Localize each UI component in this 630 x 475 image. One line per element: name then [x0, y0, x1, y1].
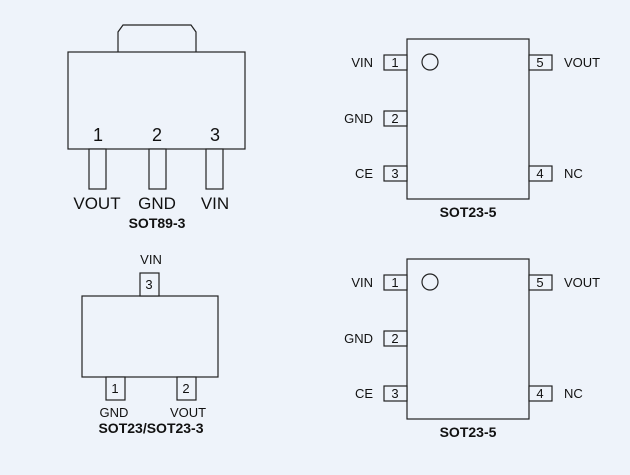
sot23-5-bottom-pin-number-3: 3	[391, 386, 398, 401]
sot89-pin-number-3: 3	[210, 125, 220, 145]
sot23-5-bottom-pin-number-5: 5	[536, 275, 543, 290]
sot89-pin-name-1: VOUT	[73, 194, 120, 213]
sot23-5-bottom-pin-number-4: 4	[536, 386, 543, 401]
sot23-5-top-pin-name-2: GND	[344, 111, 373, 126]
sot89-pin-1	[88, 148, 107, 190]
sot23-5-top-pin1-marker	[421, 53, 439, 71]
sot23-5-bottom-package: 1 2 3 5 4 VIN GND CE VOUT NC SOT23-5	[344, 258, 600, 440]
sot23-5-bottom-pin-name-3: CE	[355, 386, 373, 401]
sot89-caption: SOT89-3	[129, 215, 186, 231]
sot23-5-top-pin-5	[528, 54, 553, 71]
sot23-3-pin-3	[139, 272, 160, 297]
sot23-5-bottom-pin-name-4: NC	[564, 386, 583, 401]
sot23-5-bottom-pin1-marker	[421, 273, 439, 291]
sot89-pin-name-2: GND	[138, 194, 176, 213]
sot23-5-top-pin-number-2: 2	[391, 111, 398, 126]
sot23-5-top-pin-number-3: 3	[391, 166, 398, 181]
sot23-5-top-pin-4	[528, 165, 553, 182]
sot23-5-top-pin-name-4: NC	[564, 166, 583, 181]
sot23-5-top-pin-name-1: VIN	[351, 55, 373, 70]
sot23-5-top-pin-name-5: VOUT	[564, 55, 600, 70]
sot23-5-bottom-pin-5	[528, 274, 553, 291]
sot23-5-bottom-pin-number-1: 1	[391, 275, 398, 290]
sot23-5-top-pin-2	[383, 110, 408, 127]
sot23-5-bottom-pin-name-5: VOUT	[564, 275, 600, 290]
sot23-3-pin-name-1: GND	[100, 405, 129, 420]
sot23-5-bottom-caption: SOT23-5	[440, 424, 497, 440]
sot23-5-top-pin-name-3: CE	[355, 166, 373, 181]
sot89-pin-number-1: 1	[93, 125, 103, 145]
sot23-3-package: 3 1 2 VIN GND VOUT SOT23/SOT23-3	[81, 252, 219, 436]
sot23-3-pin-name-3: VIN	[140, 252, 162, 267]
sot23-5-top-pin-1	[383, 54, 408, 71]
sot23-3-body	[81, 295, 219, 378]
sot89-tab	[117, 24, 197, 52]
sot23-3-pin-2	[176, 376, 197, 401]
sot23-3-pin-name-2: VOUT	[170, 405, 206, 420]
sot23-5-bottom-pin-number-2: 2	[391, 331, 398, 346]
sot23-5-bottom-pin-1	[383, 274, 408, 291]
sot23-3-pin-number-2: 2	[182, 381, 189, 396]
sot23-5-bottom-pin-4	[528, 385, 553, 402]
sot23-3-pin-number-3: 3	[145, 277, 152, 292]
sot23-5-top-package: 1 2 3 5 4 VIN GND CE VOUT NC SOT23-5	[344, 38, 600, 220]
sot23-5-top-caption: SOT23-5	[440, 204, 497, 220]
sot89-body	[67, 51, 246, 150]
sot23-5-bottom-pin-3	[383, 385, 408, 402]
sot89-package: 1 2 3 VOUT GND VIN SOT89-3	[67, 24, 246, 231]
sot89-pin-name-3: VIN	[201, 194, 229, 213]
sot23-5-bottom-pin-name-1: VIN	[351, 275, 373, 290]
sot23-3-pin-number-1: 1	[111, 381, 118, 396]
sot23-5-bottom-pin-name-2: GND	[344, 331, 373, 346]
sot23-3-pin-1	[105, 376, 126, 401]
sot23-5-top-pin-number-5: 5	[536, 55, 543, 70]
sot23-5-top-pin-3	[383, 165, 408, 182]
sot23-3-caption: SOT23/SOT23-3	[98, 420, 203, 436]
sot23-5-top-pin-number-1: 1	[391, 55, 398, 70]
sot89-pin-number-2: 2	[152, 125, 162, 145]
sot89-pin-3	[205, 148, 224, 190]
sot23-5-top-pin-number-4: 4	[536, 166, 543, 181]
sot23-5-bottom-pin-2	[383, 330, 408, 347]
sot89-pin-2	[148, 148, 167, 190]
